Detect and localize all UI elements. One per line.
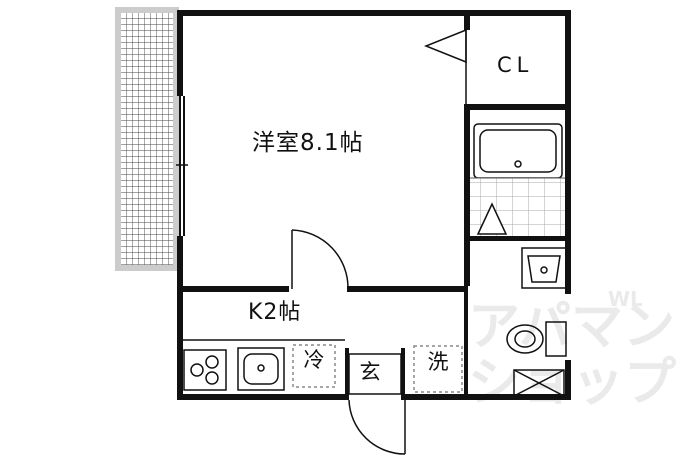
walls xyxy=(177,10,571,400)
fixture-label-entrance: 玄 xyxy=(359,360,381,384)
fixture-label-fridge: 冷 xyxy=(303,348,325,372)
bathtub xyxy=(473,123,563,179)
wash-basin xyxy=(521,247,567,289)
room-door xyxy=(291,229,349,290)
toilet xyxy=(506,321,567,357)
watermark-line2: ショップ xyxy=(468,353,676,413)
bath-door xyxy=(476,202,508,235)
washer-space xyxy=(413,345,463,393)
room-label-western: 洋室8.1帖 xyxy=(252,130,364,156)
fixture-label-washer: 洗 xyxy=(427,350,449,374)
room-label-closet: CL xyxy=(497,53,534,77)
stove xyxy=(183,349,227,391)
closet-door xyxy=(423,28,467,104)
watermark-line1: アパマン xyxy=(468,297,675,357)
room-label-kitchen: K2帖 xyxy=(248,300,302,325)
watermark-mark: WL xyxy=(608,287,643,311)
fridge-space xyxy=(292,344,336,388)
watermark-logo: アパマン ショップ WL xyxy=(468,287,676,413)
pipe-shaft xyxy=(513,369,565,397)
balcony-window xyxy=(176,96,188,236)
balcony xyxy=(115,7,179,271)
entrance-door xyxy=(348,399,406,455)
kitchen-sink xyxy=(237,347,285,391)
entrance-area xyxy=(348,353,402,395)
